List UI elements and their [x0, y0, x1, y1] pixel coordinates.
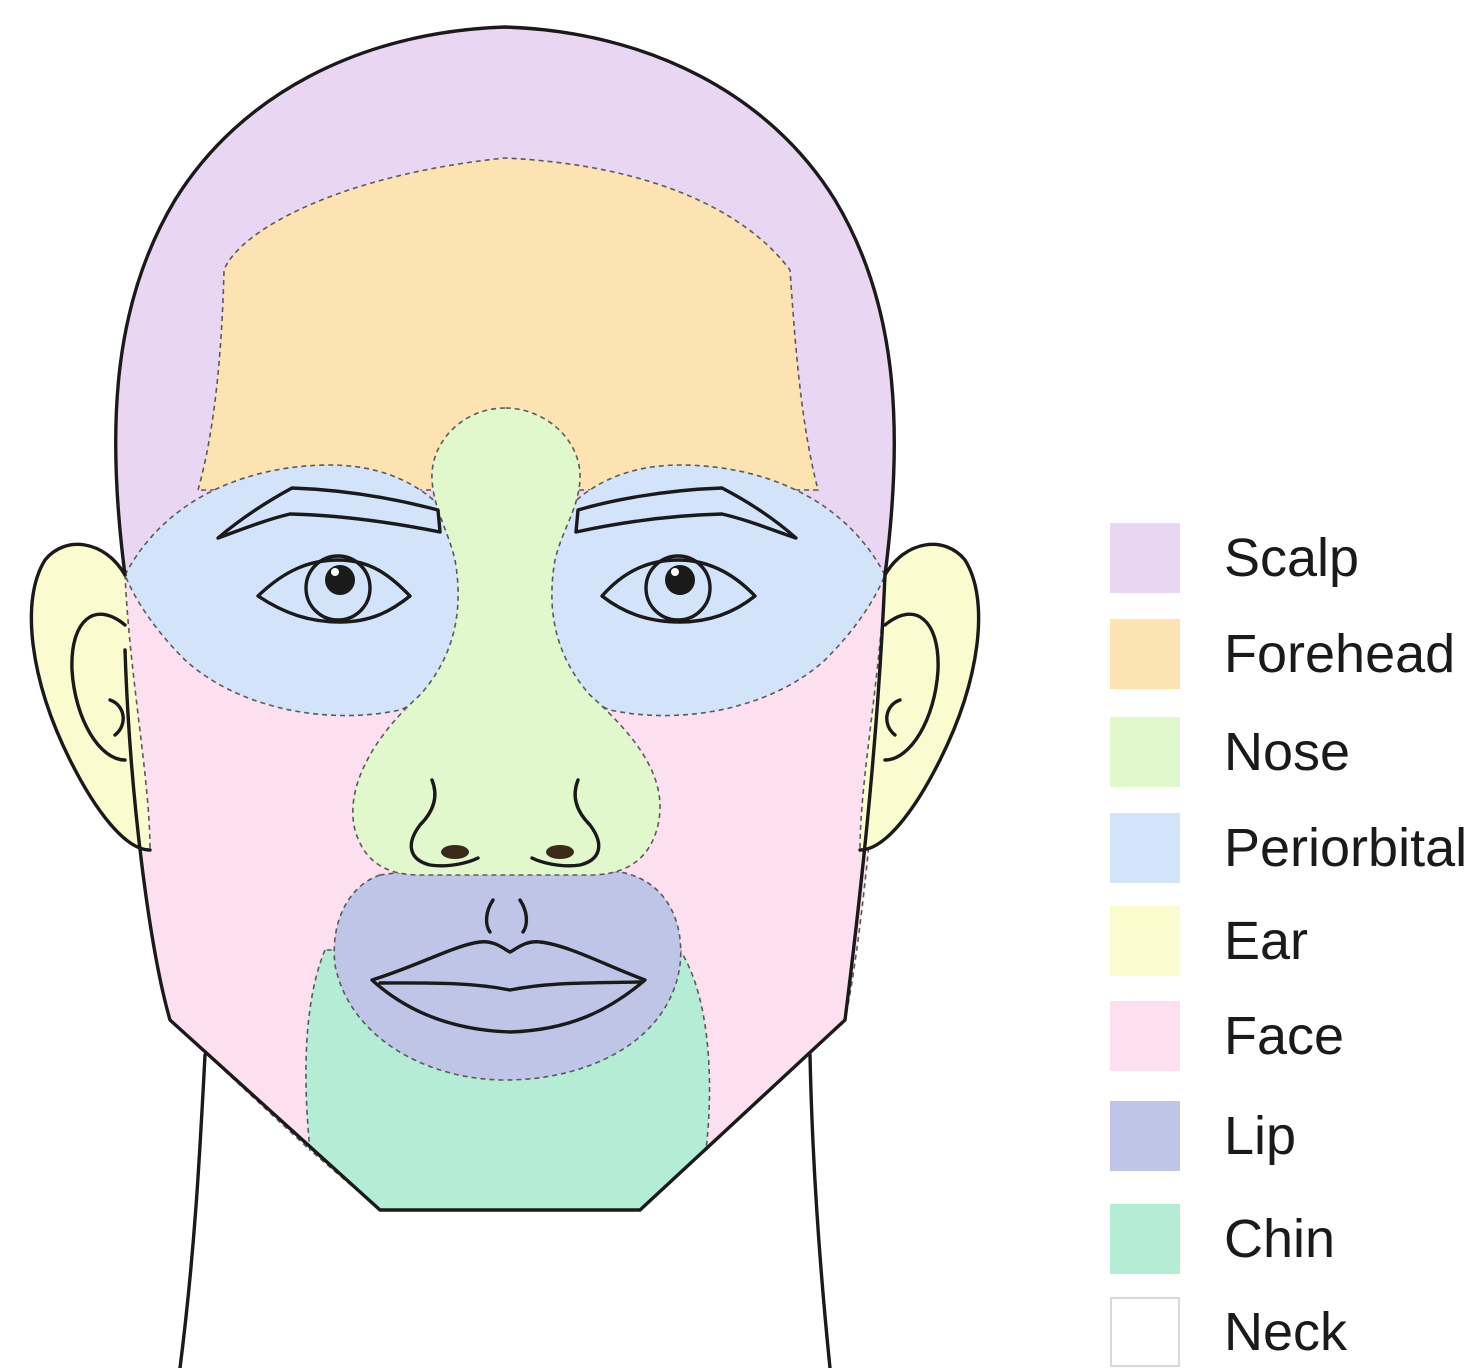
legend-label-chin: Chin — [1224, 1212, 1335, 1266]
legend-label-nose: Nose — [1224, 725, 1350, 779]
legend-label-ear: Ear — [1224, 914, 1308, 968]
neck-left-line — [180, 1055, 205, 1368]
right-nostril — [546, 845, 574, 859]
legend-swatch-chin — [1110, 1204, 1180, 1274]
legend-swatch-scalp — [1110, 523, 1180, 593]
legend-swatch-forehead — [1110, 619, 1180, 689]
legend-item-nose: Nose — [1110, 716, 1350, 788]
legend-label-neck: Neck — [1224, 1305, 1347, 1359]
legend-item-face: Face — [1110, 1000, 1344, 1072]
legend-swatch-periorbital — [1110, 813, 1180, 883]
legend-item-chin: Chin — [1110, 1203, 1335, 1275]
legend-item-neck: Neck — [1110, 1296, 1347, 1368]
right-pupil-highlight — [671, 568, 679, 576]
legend-swatch-nose — [1110, 717, 1180, 787]
legend-label-periorbital: Periorbital — [1224, 821, 1467, 875]
legend-item-ear: Ear — [1110, 905, 1308, 977]
legend-swatch-lip — [1110, 1101, 1180, 1171]
legend-swatch-face — [1110, 1001, 1180, 1071]
legend-swatch-ear — [1110, 906, 1180, 976]
legend-item-forehead: Forehead — [1110, 618, 1455, 690]
left-pupil-highlight — [331, 568, 339, 576]
left-nostril — [441, 845, 469, 859]
neck-right-line — [810, 1055, 830, 1368]
legend-label-face: Face — [1224, 1009, 1344, 1063]
legend-item-periorbital: Periorbital — [1110, 812, 1467, 884]
legend-label-forehead: Forehead — [1224, 627, 1455, 681]
left-pupil — [325, 565, 355, 595]
legend-label-scalp: Scalp — [1224, 531, 1359, 585]
legend-label-lip: Lip — [1224, 1109, 1296, 1163]
legend-item-lip: Lip — [1110, 1100, 1296, 1172]
legend-item-scalp: Scalp — [1110, 522, 1359, 594]
legend-swatch-neck — [1110, 1297, 1180, 1367]
right-pupil — [665, 565, 695, 595]
